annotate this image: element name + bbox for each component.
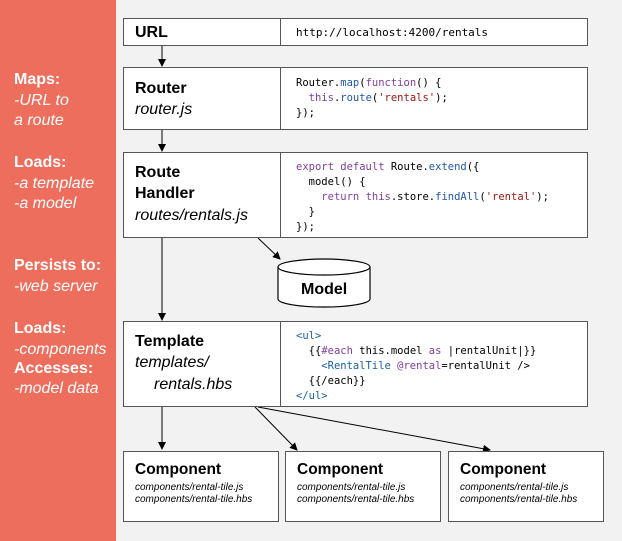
router-file: router.js xyxy=(135,101,193,118)
template-file-2: rentals.hbs xyxy=(154,376,233,393)
template-file-1: templates/ xyxy=(135,354,209,371)
maps-heading: Maps: xyxy=(14,71,61,88)
component-file-hbs: components/rental-tile.hbs xyxy=(135,494,253,505)
router-divider xyxy=(280,68,281,129)
component-file-js: components/rental-tile.js xyxy=(135,482,244,493)
url-value: http://localhost:4200/rentals xyxy=(296,26,489,39)
component-file-hbs: components/rental-tile.hbs xyxy=(297,494,415,505)
component-title: Component xyxy=(460,461,547,478)
url-label: URL xyxy=(135,24,168,41)
loads-heading: Loads: xyxy=(14,154,67,171)
component-title: Component xyxy=(297,461,384,478)
sidebar-panel: Maps: -URL to a route Loads: -a template… xyxy=(0,0,116,541)
router-title: Router xyxy=(135,80,187,97)
model-cylinder xyxy=(277,258,371,308)
component-box-1: Component components/rental-tile.js comp… xyxy=(123,451,279,522)
url-box: URL http://localhost:4200/rentals xyxy=(123,18,588,46)
persists-line-1: -web server xyxy=(14,278,98,295)
accesses-line: -model data xyxy=(14,380,99,397)
route-handler-divider xyxy=(280,153,281,237)
template-title: Template xyxy=(135,333,205,350)
component-file-hbs: components/rental-tile.hbs xyxy=(460,494,578,505)
router-box: Router router.js Router.map(function() {… xyxy=(123,67,588,130)
maps-line-1: -URL to xyxy=(14,92,69,109)
persists-heading: Persists to: xyxy=(14,257,102,274)
template-divider xyxy=(280,322,281,406)
model-label: Model xyxy=(301,281,348,298)
component-box-2: Component components/rental-tile.js comp… xyxy=(285,451,441,522)
maps-line-2: a route xyxy=(14,112,64,129)
arrow-template-to-component-2 xyxy=(254,406,298,451)
component-title: Component xyxy=(135,461,222,478)
loads-components-heading: Loads: xyxy=(14,320,67,337)
component-file-js: components/rental-tile.js xyxy=(297,482,406,493)
template-box: Template templates/ rentals.hbs <ul> {{#… xyxy=(123,321,588,407)
loads-line-2: -a model xyxy=(14,195,77,212)
template-code: <ul> {{#each this.model as |rentalUnit|}… xyxy=(296,330,537,402)
route-handler-box: Route Handler routes/rentals.js export d… xyxy=(123,152,588,238)
loads-line-1: -a template xyxy=(14,175,95,192)
accesses-heading: Accesses: xyxy=(14,360,94,377)
arrow-template-to-component-3 xyxy=(257,406,491,453)
route-handler-code: export default Route.extend({ model() { … xyxy=(296,161,549,233)
component-box-3: Component components/rental-tile.js comp… xyxy=(448,451,604,522)
route-handler-title-1: Route xyxy=(135,164,181,181)
route-handler-file: routes/rentals.js xyxy=(135,207,248,224)
router-code: Router.map(function() { this.route('rent… xyxy=(296,77,448,119)
url-divider xyxy=(280,19,281,45)
route-handler-title-2: Handler xyxy=(135,185,195,202)
arrow-handler-to-model xyxy=(257,237,281,260)
loads-components-line: -components xyxy=(14,341,107,358)
component-file-js: components/rental-tile.js xyxy=(460,482,569,493)
